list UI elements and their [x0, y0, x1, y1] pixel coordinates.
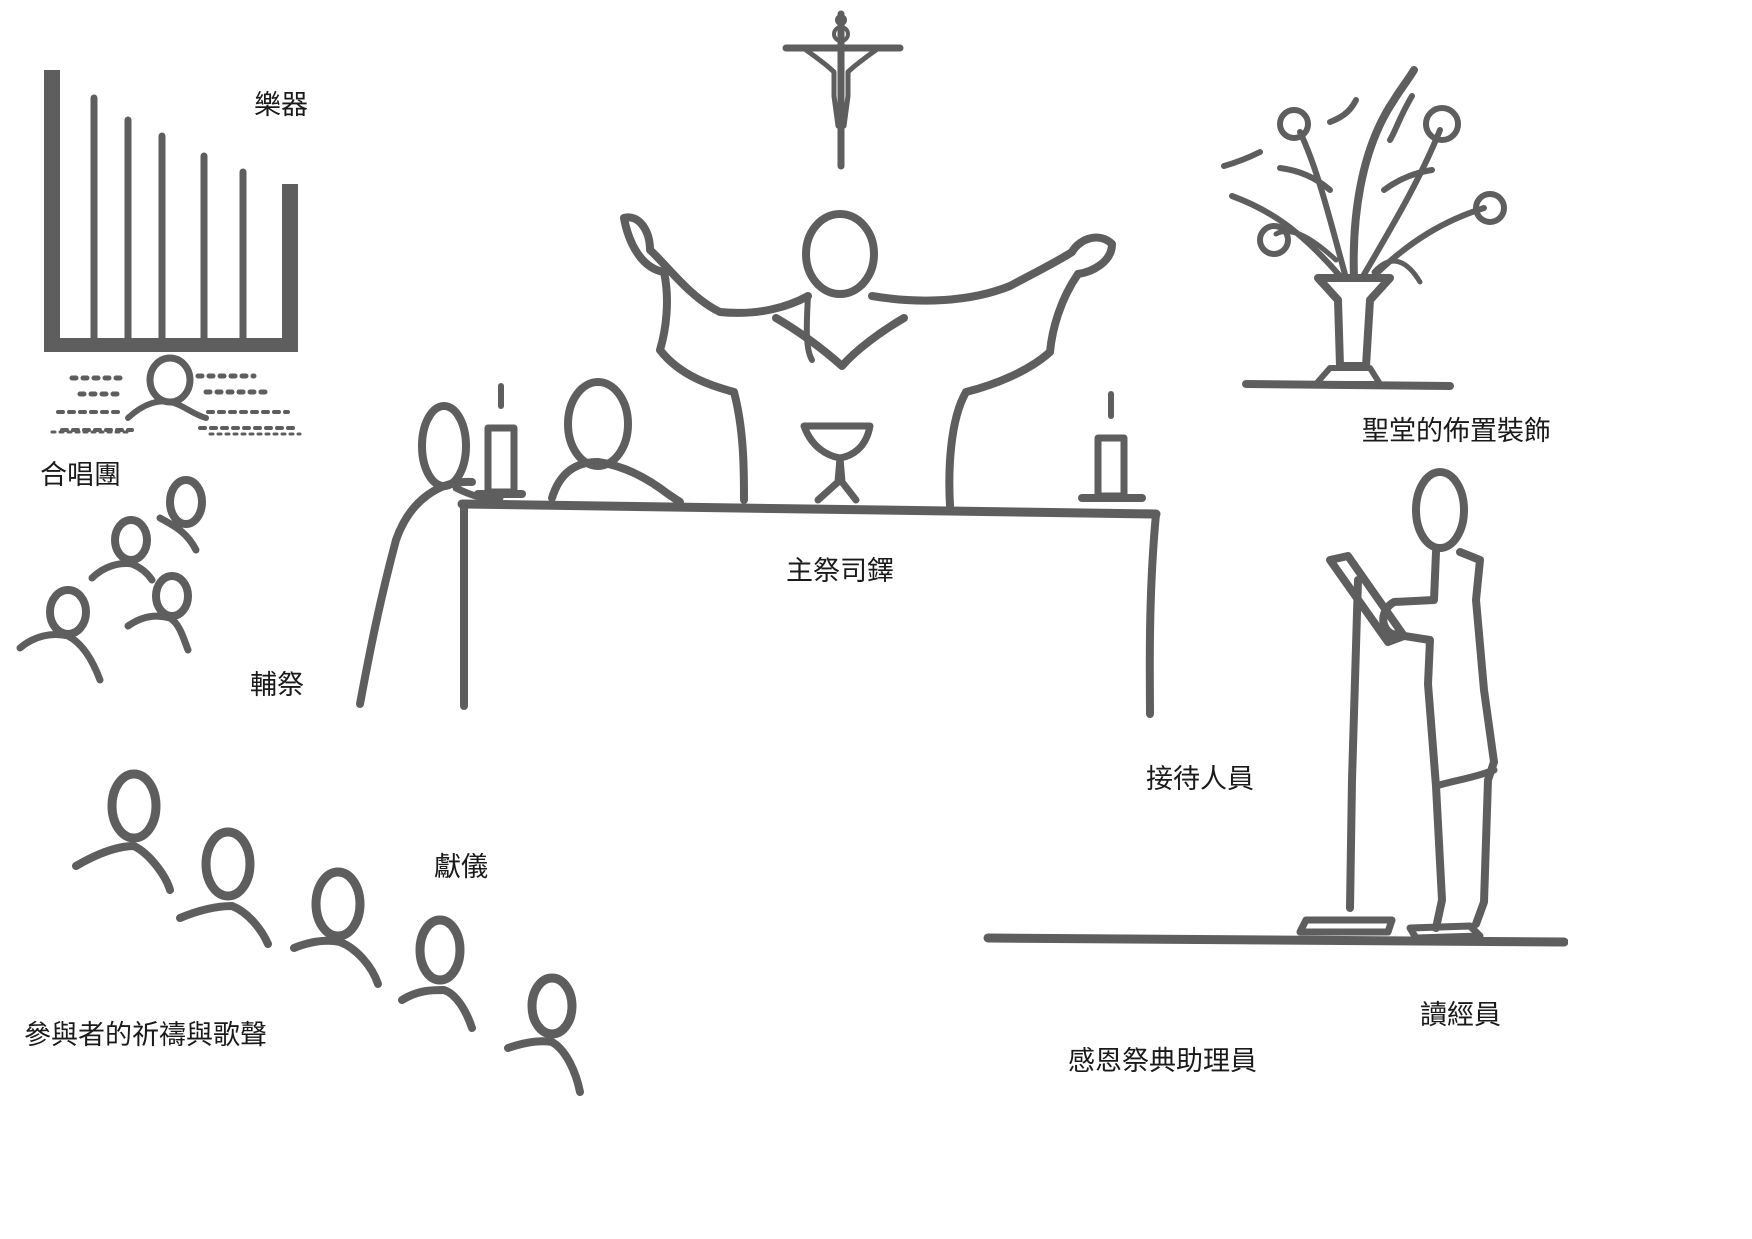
label-offertory: 獻儀 — [434, 852, 488, 883]
flower-vase-icon — [1221, 66, 1507, 390]
crucifix-icon — [782, 10, 904, 170]
deacon-figure-icon — [356, 402, 504, 708]
line-art — [16, 10, 1568, 1096]
assembly-figures-icon — [72, 769, 584, 1096]
label-instruments: 樂器 — [254, 90, 308, 121]
concelebrant-figure-icon — [548, 378, 684, 506]
label-presider: 主祭司鐸 — [786, 556, 894, 587]
liturgical-roles-diagram: 樂器 合唱團 輔祭 主祭司鐸 聖堂的佈置裝飾 接待人員 獻儀 讀經員 參與者的祈… — [16, 10, 1568, 1096]
label-assembly-prayer-song: 參與者的祈禱與歌聲 — [24, 1020, 267, 1051]
lector-figure-icon — [983, 468, 1568, 947]
organ-pipes-icon — [44, 70, 298, 352]
choir-icon — [50, 354, 302, 436]
label-environment: 聖堂的佈置裝飾 — [1362, 416, 1551, 447]
label-altar-servers: 輔祭 — [250, 670, 304, 701]
presider-figure-icon — [620, 210, 1116, 510]
label-ushers: 接待人員 — [1146, 764, 1254, 795]
label-choir: 合唱團 — [40, 460, 121, 491]
candle-right-icon — [1078, 391, 1146, 502]
chalice-icon — [800, 422, 874, 504]
label-lector: 讀經員 — [1420, 1000, 1501, 1031]
altar-icon — [457, 499, 1161, 718]
candle-left-icon — [474, 383, 526, 498]
label-eucharistic-ministers: 感恩祭典助理員 — [1068, 1046, 1257, 1077]
altar-servers-group-icon — [16, 476, 206, 684]
